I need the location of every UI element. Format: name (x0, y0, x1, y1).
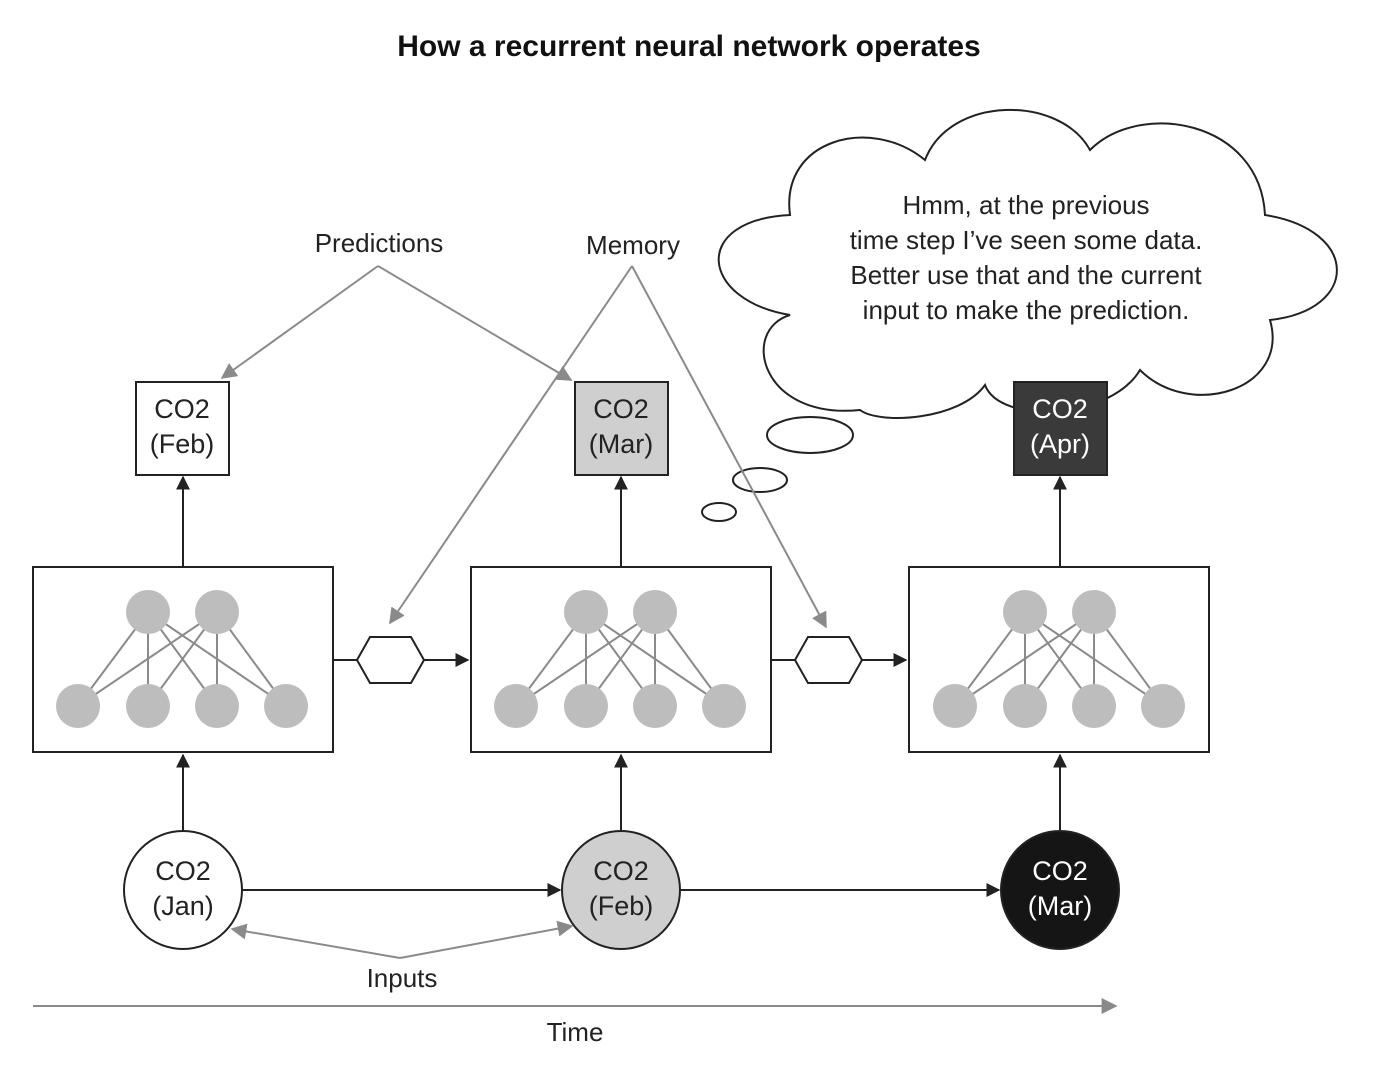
output-box (135, 381, 230, 476)
predictions-label: Predictions (315, 228, 444, 258)
neuron (1072, 590, 1116, 634)
input-jan: CO2 (Jan) (123, 830, 243, 950)
thought-cloud: Hmm, at the previous time step I’ve seen… (701, 109, 1338, 522)
neuron (56, 684, 100, 728)
input-label-line2: (Jan) (152, 891, 214, 921)
output-label-line1: CO2 (593, 394, 649, 424)
neuron (494, 684, 538, 728)
output-apr: CO2 (Apr) (1013, 381, 1108, 476)
neuron (195, 590, 239, 634)
input-mar: CO2 (Mar) (1000, 830, 1120, 950)
flow-arrows (176, 475, 1067, 897)
network-block-3 (908, 566, 1210, 753)
neuron (564, 590, 608, 634)
neuron (633, 590, 677, 634)
network-block-1 (32, 566, 334, 753)
input-circle (1000, 830, 1120, 950)
inputs-label: Inputs (367, 963, 438, 993)
thought-line-2: time step I’ve seen some data. (850, 225, 1203, 255)
neuron (564, 684, 608, 728)
thought-line-1: Hmm, at the previous (902, 190, 1149, 220)
neuron (1003, 590, 1047, 634)
neuron (264, 684, 308, 728)
input-feb: CO2 (Feb) (561, 830, 681, 950)
output-label-line2: (Mar) (589, 429, 653, 459)
input-label-line2: (Feb) (589, 891, 654, 921)
thought-line-4: input to make the prediction. (863, 295, 1190, 325)
output-box (574, 381, 669, 476)
thought-line-3: Better use that and the current (850, 260, 1202, 290)
input-circle (561, 830, 681, 950)
output-feb: CO2 (Feb) (135, 381, 230, 476)
input-label-line1: CO2 (593, 856, 649, 886)
memory-hexagon (793, 636, 864, 684)
neuron (1003, 684, 1047, 728)
neuron (126, 684, 170, 728)
output-label-line2: (Feb) (150, 429, 215, 459)
neuron (1072, 684, 1116, 728)
network-block-2 (470, 566, 772, 753)
input-label-line1: CO2 (155, 856, 211, 886)
neuron (702, 684, 746, 728)
input-label-line1: CO2 (1032, 856, 1088, 886)
memory-link-2 (771, 636, 908, 684)
neuron (1141, 684, 1185, 728)
input-circle (123, 830, 243, 950)
neuron (633, 684, 677, 728)
memory-link-1 (333, 636, 470, 684)
output-mar: CO2 (Mar) (574, 381, 669, 476)
output-label-line2: (Apr) (1030, 429, 1090, 459)
neuron (195, 684, 239, 728)
output-label-line1: CO2 (154, 394, 210, 424)
neuron (933, 684, 977, 728)
memory-label: Memory (586, 230, 680, 260)
neuron (126, 590, 170, 634)
input-label-line2: (Mar) (1028, 891, 1092, 921)
output-label-line1: CO2 (1032, 394, 1088, 424)
output-box (1013, 381, 1108, 476)
diagram-title: How a recurrent neural network operates (397, 30, 981, 63)
time-label: Time (547, 1017, 604, 1047)
memory-hexagon (355, 636, 426, 684)
annotation-arrows (220, 265, 827, 959)
